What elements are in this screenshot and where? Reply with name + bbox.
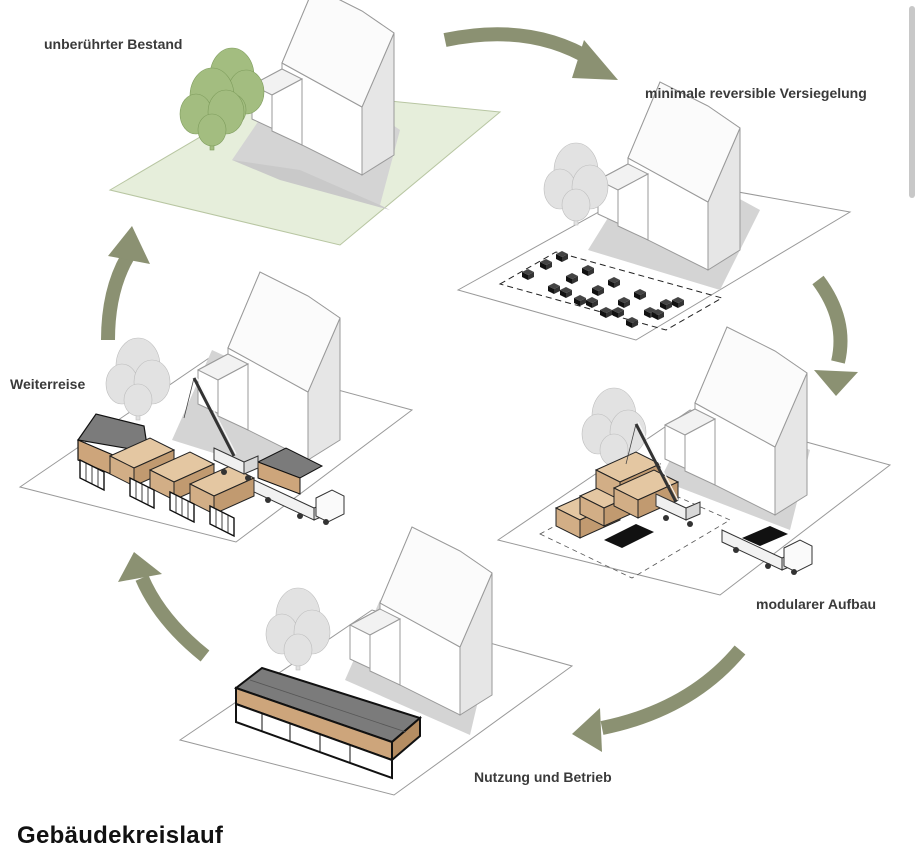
stage-betrieb-illustration — [178, 526, 574, 796]
arrow-to-betrieb — [572, 645, 746, 752]
arrow-to-weiterreise — [118, 552, 210, 662]
stage-label-weiterreise: Weiterreise — [10, 376, 86, 392]
stage-weiterreise-illustration — [18, 271, 414, 543]
stage-versiegelung-illustration — [456, 81, 852, 341]
stage-label-bestand: unberührter Bestand — [44, 36, 183, 52]
stage-bestand-illustration — [108, 0, 502, 246]
stage-label-aufbau: modularer Aufbau — [756, 596, 877, 612]
arrow-to-bestand — [101, 226, 150, 341]
cycle-arrows — [101, 27, 858, 752]
hazard-barrier — [604, 524, 788, 548]
modular-building — [233, 666, 423, 780]
scrollbar-thumb[interactable] — [909, 6, 915, 198]
dismantled-modules — [76, 413, 324, 537]
stage-label-betrieb: Nutzung und Betrieb — [474, 769, 612, 785]
foundation-pads — [498, 251, 724, 331]
stage-label-versiegelung: minimale reversible Versiegelung — [645, 85, 867, 101]
page-title: Gebäudekreislauf — [17, 822, 224, 849]
scrollbar[interactable] — [908, 0, 916, 865]
stage-aufbau-illustration — [496, 326, 892, 596]
arrow-to-aufbau — [812, 275, 858, 396]
arrow-to-versiegelung — [443, 27, 618, 80]
